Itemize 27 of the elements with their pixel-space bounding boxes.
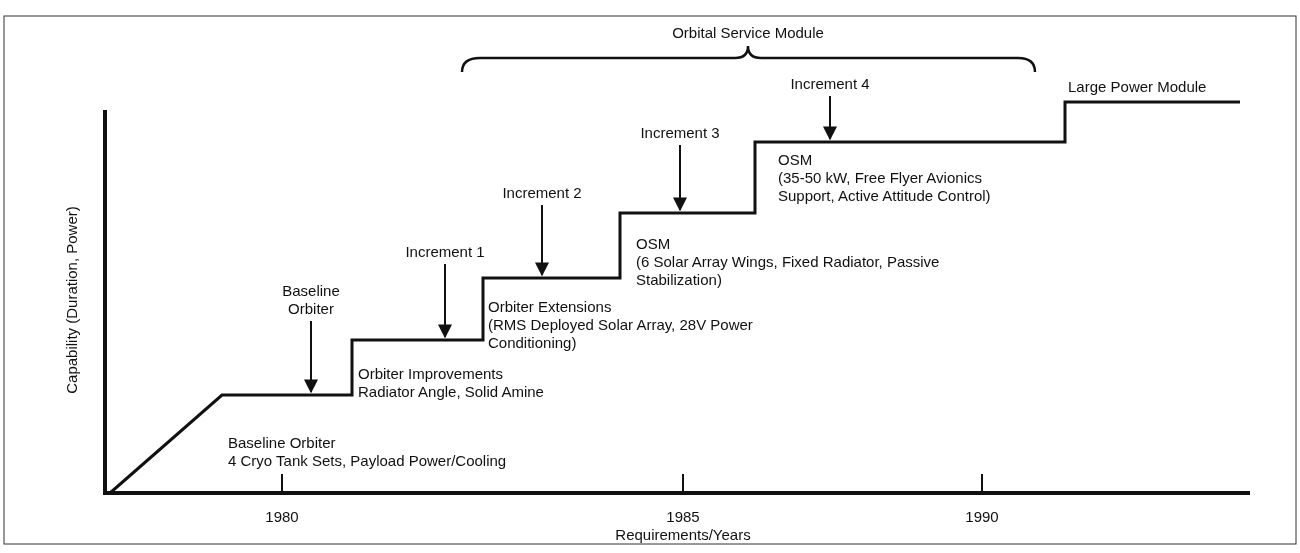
- stage-description: (6 Solar Array Wings, Fixed Radiator, Passive Stabilization): [636, 253, 941, 289]
- tick-label: 1990: [964, 508, 1000, 526]
- arrow: [438, 263, 452, 339]
- stage-description: 4 Cryo Tank Sets, Payload Power/Cooling: [228, 452, 508, 470]
- stage-title: OSM: [778, 151, 814, 169]
- stage-description: Radiator Angle, Solid Amine: [358, 383, 545, 401]
- stage-description: (RMS Deployed Solar Array, 28V Power Conditioning): [488, 316, 754, 352]
- brace-label: Orbital Service Module: [671, 24, 825, 42]
- arrow: [823, 95, 837, 141]
- axis-title: Capability (Duration, Power): [63, 206, 81, 394]
- stage-title: Baseline Orbiter: [228, 434, 337, 452]
- arrow: [535, 204, 549, 277]
- callout-text: Increment 3: [625, 124, 735, 142]
- callout-text: Increment 1: [390, 243, 500, 261]
- arrow: [304, 320, 318, 394]
- stage-description: (35-50 kW, Free Flyer Avionics Support, Active Attitude Control): [778, 169, 992, 205]
- tick-label: 1980: [264, 508, 300, 526]
- callout-text: Increment 2: [487, 184, 597, 202]
- axis-title: Requirements/Years: [614, 526, 752, 544]
- callout-text: Baseline Orbiter: [271, 282, 351, 318]
- arrow: [673, 144, 687, 212]
- stage-title: Orbiter Extensions: [488, 298, 613, 316]
- stage-label: Large Power Module: [1068, 78, 1208, 96]
- stage-title: Orbiter Improvements: [358, 365, 505, 383]
- callout-text: Increment 4: [775, 75, 885, 93]
- stage-title: OSM: [636, 235, 672, 253]
- tick-label: 1985: [665, 508, 701, 526]
